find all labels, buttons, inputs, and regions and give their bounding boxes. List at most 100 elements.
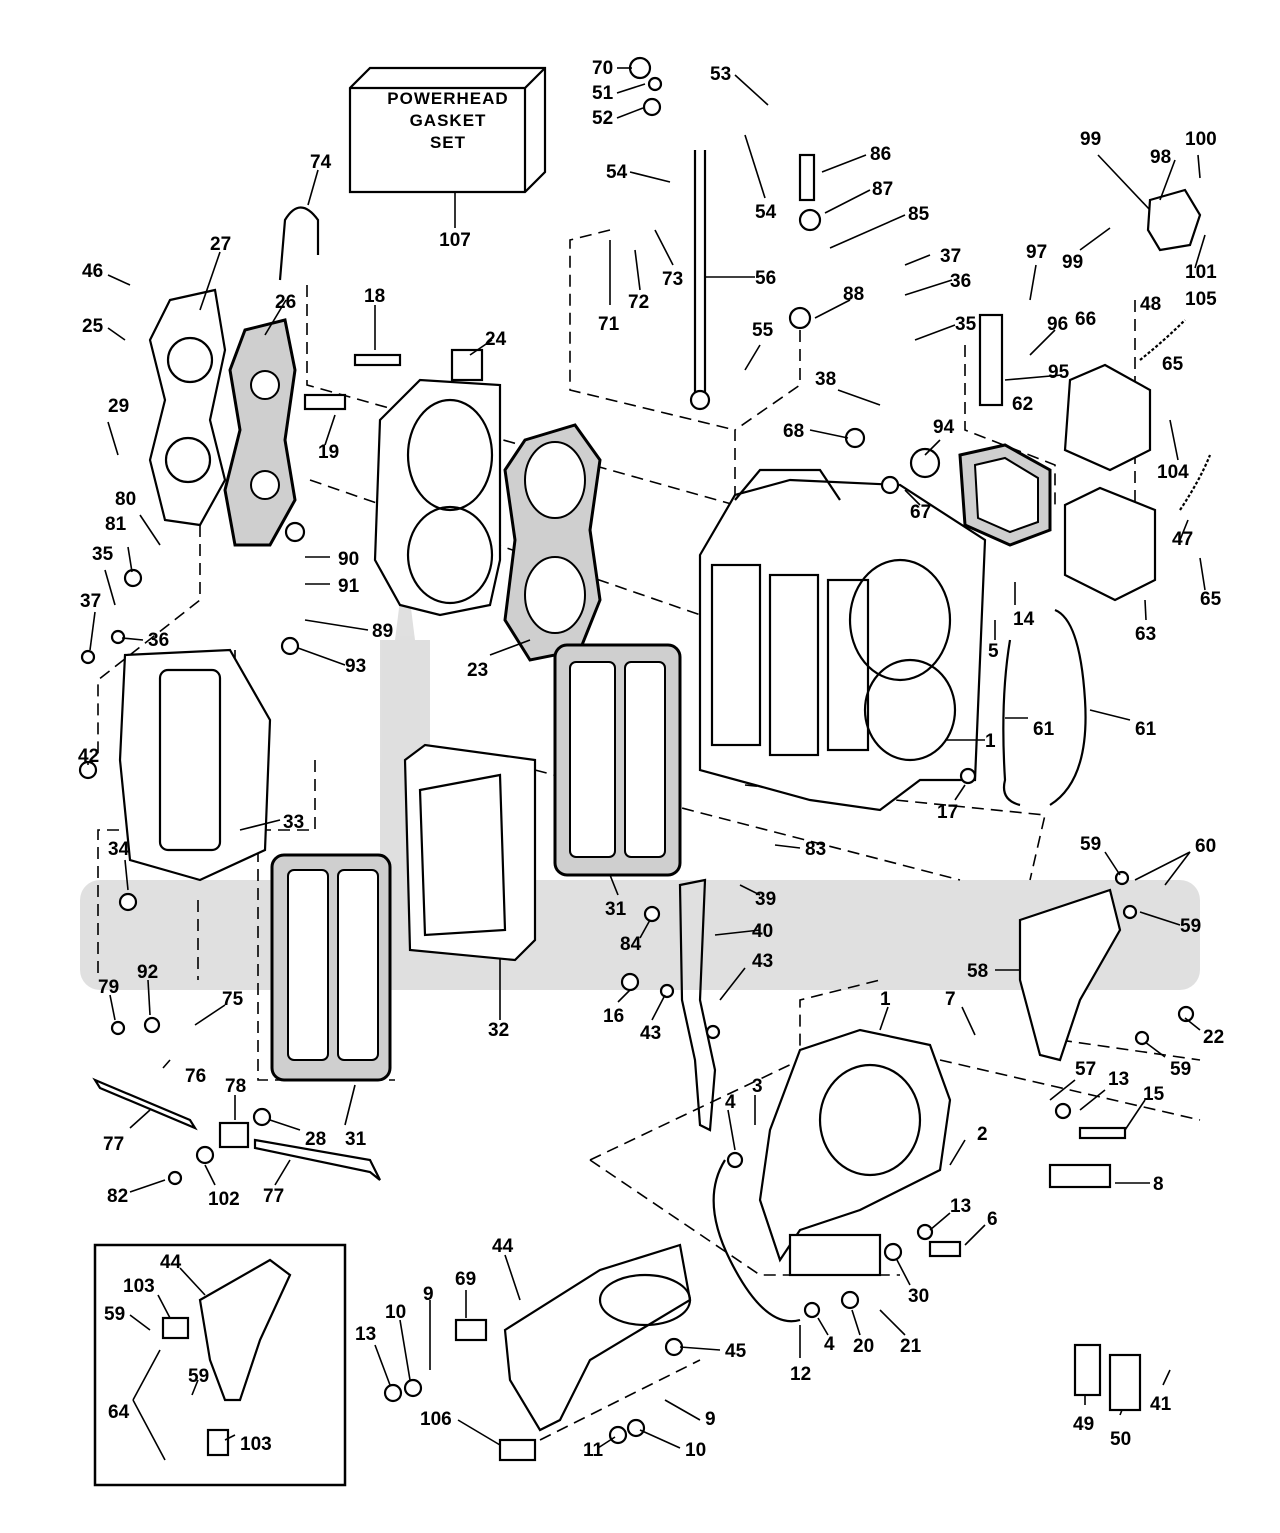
callout-label: 106 — [420, 1409, 452, 1430]
callout-label: 5 — [988, 641, 999, 662]
callout-label: 26 — [275, 292, 296, 313]
callout-label: 8 — [1153, 1174, 1164, 1195]
callout-label: 1 — [880, 989, 891, 1010]
callout-label: 104 — [1157, 462, 1189, 483]
callout-label: 97 — [1026, 242, 1047, 263]
callout-label: 85 — [908, 204, 930, 225]
callout-label: 80 — [115, 489, 136, 510]
leader-lines — [87, 67, 1206, 1461]
callout-label: 14 — [1013, 609, 1035, 630]
callout-label: 24 — [485, 329, 507, 350]
callout-label: 65 — [1162, 354, 1184, 375]
callout-label: 4 — [824, 1334, 835, 1355]
callout-label: 59 — [188, 1366, 209, 1387]
callout-label: 12 — [790, 1364, 811, 1385]
callout-label: 32 — [488, 1020, 509, 1041]
callout-label: 36 — [950, 271, 971, 292]
callout-label: 103 — [123, 1276, 155, 1297]
callout-label: 16 — [603, 1006, 624, 1027]
callout-label: 72 — [628, 292, 649, 313]
callout-label: 102 — [208, 1189, 240, 1210]
callout-label: 21 — [900, 1336, 922, 1357]
callout-label: 13 — [950, 1196, 971, 1217]
exhaust-gasket-right — [553, 643, 682, 877]
callout-label: 77 — [263, 1186, 284, 1207]
callout-label: 90 — [338, 549, 359, 570]
callout-label: 59 — [1080, 834, 1101, 855]
callout-label: 52 — [592, 108, 613, 129]
cover-63 — [1063, 486, 1157, 602]
callout-label: 76 — [185, 1066, 206, 1087]
callout-label: 101 — [1185, 262, 1217, 283]
mount-bracket-44 — [503, 1243, 692, 1432]
callout-label: 3 — [752, 1076, 763, 1097]
wire-61 — [1002, 608, 1087, 807]
callout-labels: 107 70 51 52 53 54 54 86 87 85 99 98 100… — [78, 58, 1224, 1461]
head-cover-gasket — [223, 318, 297, 547]
callout-label: 61 — [1135, 719, 1157, 740]
callout-label: 99 — [1080, 129, 1101, 150]
callout-label: 59 — [104, 1304, 125, 1325]
callout-label: 25 — [82, 316, 104, 337]
callout-label: 100 — [1185, 129, 1217, 150]
callout-label: 53 — [710, 64, 731, 85]
callout-label: 18 — [364, 286, 385, 307]
callout-label: 54 — [755, 202, 777, 223]
callout-label: 69 — [455, 1269, 476, 1290]
callout-label: 92 — [137, 962, 158, 983]
callout-label: 78 — [225, 1076, 246, 1097]
callout-label: 23 — [467, 660, 488, 681]
gasket-set-box: POWERHEAD GASKET SET — [348, 66, 547, 228]
callout-label: 27 — [210, 234, 231, 255]
callout-label: 98 — [1150, 147, 1171, 168]
callout-label: 28 — [305, 1129, 326, 1150]
callout-label: 10 — [685, 1440, 706, 1461]
callout-label: 64 — [108, 1402, 130, 1423]
callout-label: 99 — [1062, 252, 1083, 273]
callout-label: 15 — [1143, 1084, 1165, 1105]
exhaust-cover — [118, 648, 272, 882]
exhaust-plate — [403, 743, 537, 962]
callout-label: 74 — [310, 152, 332, 173]
callout-label: 45 — [725, 1341, 747, 1362]
throttle-rod — [689, 150, 711, 411]
callout-label: 54 — [606, 162, 628, 183]
gasket-set-line2: GASKET — [410, 111, 487, 130]
callout-label: 105 — [1185, 289, 1217, 310]
callout-label: 71 — [598, 314, 620, 335]
callout-label: 29 — [108, 396, 129, 417]
callout-label: 35 — [92, 544, 114, 565]
callout-label: 62 — [1012, 394, 1033, 415]
callout-label: 94 — [933, 417, 955, 438]
callout-label: 79 — [98, 977, 119, 998]
callout-label: 9 — [423, 1284, 434, 1305]
callout-label: 87 — [872, 179, 893, 200]
callout-label: 86 — [870, 144, 891, 165]
linkage-40 — [678, 878, 717, 1132]
callout-label: 82 — [107, 1186, 128, 1207]
callout-label: 10 — [385, 1302, 406, 1323]
callout-label: 46 — [82, 261, 103, 282]
callout-label: 65 — [1200, 589, 1222, 610]
callout-label: 48 — [1140, 294, 1161, 315]
callout-label: 33 — [283, 812, 304, 833]
callout-label: 51 — [592, 83, 614, 104]
callout-label: 34 — [108, 839, 130, 860]
callout-label: 43 — [640, 1023, 661, 1044]
callout-label: 42 — [78, 746, 99, 767]
callout-label: 55 — [752, 320, 774, 341]
callout-label: 19 — [318, 442, 339, 463]
callout-label: 2 — [977, 1124, 988, 1145]
callout-label: 96 — [1047, 314, 1068, 335]
lifting-eye — [278, 206, 320, 281]
callout-label: 44 — [492, 1236, 514, 1257]
callout-label: 49 — [1073, 1414, 1094, 1435]
gasket-62 — [958, 443, 1052, 547]
hose-48 — [1139, 319, 1186, 361]
cover-66 — [1063, 363, 1152, 472]
callout-label: 60 — [1195, 836, 1216, 857]
callout-label: 81 — [105, 514, 127, 535]
callout-label: 50 — [1110, 1429, 1131, 1450]
callout-label: 61 — [1033, 719, 1055, 740]
